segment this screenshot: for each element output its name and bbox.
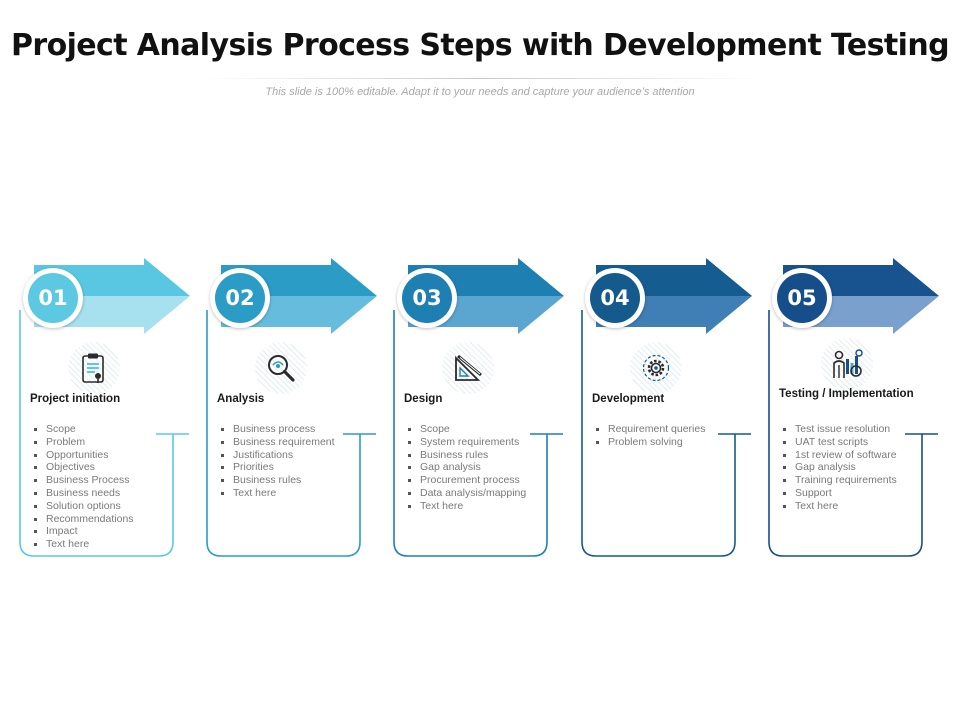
list-item: Procurement process: [406, 474, 556, 487]
title-divider: [200, 78, 760, 79]
list-item: Data analysis/mapping: [406, 487, 556, 500]
step-number-badge-1: 01: [23, 268, 83, 328]
list-item: Text here: [219, 487, 369, 500]
tester-icon: [821, 338, 873, 390]
step-number-4: 04: [590, 273, 640, 323]
list-item: Gap analysis: [406, 461, 556, 474]
list-item: System requirements: [406, 436, 556, 449]
list-item: Impact: [32, 525, 182, 538]
step-number-5: 05: [777, 273, 827, 323]
step-items-4: Requirement queries Problem solving: [594, 423, 744, 449]
step-heading-3: Design: [404, 393, 443, 405]
slide-subtitle: This slide is 100% editable. Adapt it to…: [265, 86, 695, 98]
list-item: Scope: [32, 423, 182, 436]
list-item: Text here: [406, 500, 556, 513]
step-number-2: 02: [215, 273, 265, 323]
list-item: Requirement queries: [594, 423, 744, 436]
list-item: Training requirements: [781, 474, 931, 487]
list-item: Business needs: [32, 487, 182, 500]
step-items-5: Test issue resolution UAT test scripts 1…: [781, 423, 931, 513]
magnifier-icon: [255, 342, 307, 394]
step-card-3: 03 Design Scope System requirements Busi…: [392, 258, 580, 558]
list-item: Problem: [32, 436, 182, 449]
step-frame-1: [19, 310, 189, 557]
list-item: Text here: [781, 500, 931, 513]
design-tools-icon: [442, 342, 494, 394]
step-number-1: 01: [28, 273, 78, 323]
step-number-badge-4: 04: [585, 268, 645, 328]
step-heading-5: Testing / Implementation: [779, 388, 914, 400]
step-heading-2: Analysis: [217, 393, 265, 405]
list-item: Problem solving: [594, 436, 744, 449]
list-item: Recommendations: [32, 513, 182, 526]
list-item: 1st review of software: [781, 449, 931, 462]
step-number-badge-5: 05: [772, 268, 832, 328]
step-frame-2: [206, 310, 376, 557]
list-item: UAT test scripts: [781, 436, 931, 449]
list-item: Opportunities: [32, 449, 182, 462]
list-item: Business process: [219, 423, 369, 436]
clipboard-icon: [68, 342, 120, 394]
step-card-2: 02 Analysis Business process Business re…: [205, 258, 393, 558]
step-number-badge-3: 03: [397, 268, 457, 328]
list-item: Text here: [32, 538, 182, 551]
gear-icon: [630, 342, 682, 394]
list-item: Justifications: [219, 449, 369, 462]
step-frame-4: [581, 310, 751, 557]
list-item: Business rules: [219, 474, 369, 487]
list-item: Objectives: [32, 461, 182, 474]
list-item: Business rules: [406, 449, 556, 462]
step-frame-3: [393, 310, 563, 557]
list-item: Support: [781, 487, 931, 500]
list-item: Gap analysis: [781, 461, 931, 474]
list-item: Priorities: [219, 461, 369, 474]
step-items-3: Scope System requirements Business rules…: [406, 423, 556, 513]
step-heading-4: Development: [592, 393, 665, 405]
list-item: Business Process: [32, 474, 182, 487]
slide-title: Project Analysis Process Steps with Deve…: [11, 28, 950, 63]
step-items-2: Business process Business requirement Ju…: [219, 423, 369, 500]
step-frame-5: [768, 310, 938, 557]
step-number-badge-2: 02: [210, 268, 270, 328]
step-items-1: Scope Problem Opportunities Objectives B…: [32, 423, 182, 551]
step-heading-1: Project initiation: [30, 393, 121, 405]
step-number-3: 03: [402, 273, 452, 323]
list-item: Test issue resolution: [781, 423, 931, 436]
step-card-5: 05 Testing / Implementation Test issue r…: [767, 258, 955, 558]
list-item: Business requirement: [219, 436, 369, 449]
list-item: Solution options: [32, 500, 182, 513]
step-card-4: 04 Development Requirement queries Probl…: [580, 258, 768, 558]
list-item: Scope: [406, 423, 556, 436]
step-card-1: 01 Project initiation Scope Problem Oppo…: [18, 258, 206, 558]
